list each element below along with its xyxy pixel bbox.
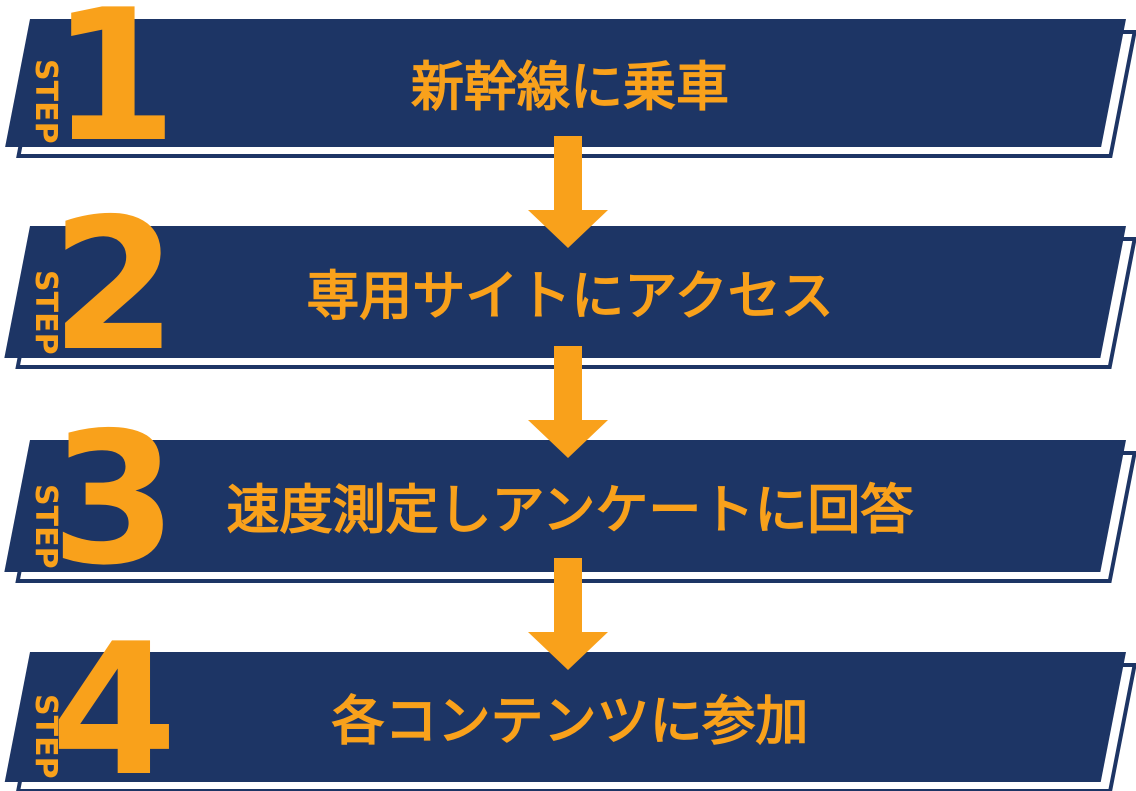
step-banner <box>5 19 1127 147</box>
arrow-down-icon <box>528 346 608 458</box>
step-number: 4 <box>50 604 178 791</box>
step-banner <box>4 652 1126 782</box>
arrow-down-icon <box>528 136 608 248</box>
step-number: 3 <box>50 393 178 605</box>
step-banner <box>4 440 1127 572</box>
arrow-down-icon <box>528 558 608 670</box>
step-number: 2 <box>50 179 178 391</box>
step-title: 各コンテンツに参加 <box>331 691 809 752</box>
step-word-label: STEP <box>28 694 63 779</box>
step-word-label: STEP <box>28 484 63 569</box>
step-title: 速度測定しアンケートに回答 <box>226 480 914 541</box>
step-title: 新幹線に乗車 <box>411 57 729 118</box>
banner-echo <box>15 663 1136 791</box>
step-word-label: STEP <box>28 59 63 144</box>
step-word-label: STEP <box>28 270 63 355</box>
step-number: 1 <box>50 0 178 182</box>
